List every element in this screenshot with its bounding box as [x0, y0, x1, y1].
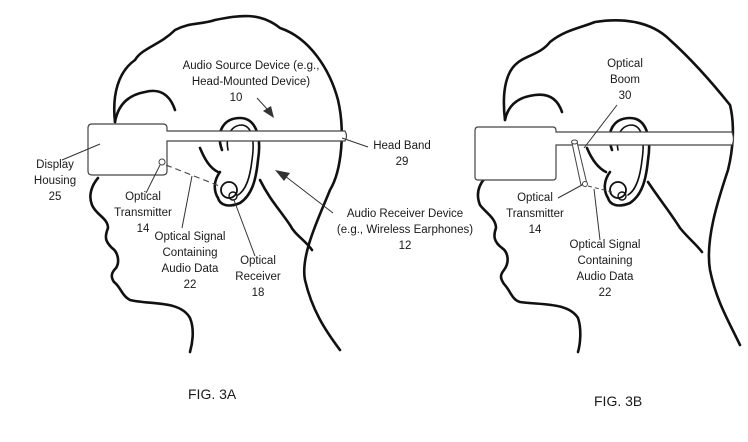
- fig-3b-leader-transmitter: [557, 184, 583, 199]
- fig-3a-arrow-receiver: [284, 175, 334, 214]
- fig-3a-label-optical-transmitter: Optical Transmitter 14: [108, 189, 178, 237]
- fig-3a-label-optical-receiver: Optical Receiver 18: [230, 253, 286, 301]
- fig-3a-leader-receiver: [233, 199, 256, 257]
- label-line: 29: [395, 156, 409, 168]
- label-line: 14: [136, 223, 150, 235]
- fig-3a-leader-transmitter: [145, 164, 161, 194]
- fig-3b-optical-signal-dashed-line: [587, 185, 613, 193]
- fig-3a-arrowhead-receiver: [275, 170, 290, 181]
- fig-3b-caption: FIG. 3B: [594, 393, 643, 409]
- fig-3b-neck-line: [646, 180, 704, 254]
- label-line: 25: [48, 191, 62, 203]
- fig-3b-hair-line: [503, 93, 564, 122]
- label-line: Optical: [240, 255, 276, 267]
- fig-3a-label-audio-source-device: Audio Source Device (e.g., Head-Mounted …: [176, 58, 326, 106]
- fig-3a-leader-headband: [341, 137, 369, 148]
- fig-3b-leader-signal: [593, 188, 601, 241]
- fig-3a-leader-display: [61, 143, 101, 161]
- fig-3a-leader-signal: [181, 175, 193, 229]
- fig-3a-label-audio-receiver-device: Audio Receiver Device (e.g., Wireless Ea…: [330, 206, 480, 254]
- fig-3a-label-display-housing: Display Housing 25: [30, 157, 80, 205]
- label-line: Audio Data: [161, 263, 219, 275]
- label-line: Head Band: [373, 140, 431, 152]
- label-line: Audio Source Device (e.g.,: [182, 60, 320, 72]
- fig-3b-label-optical-transmitter: Optical Transmitter 14: [500, 190, 570, 238]
- label-line: Display: [36, 159, 74, 171]
- fig-3b-leader-boom: [583, 104, 618, 149]
- fig-3b-label-optical-signal: Optical Signal Containing Audio Data 22: [563, 237, 647, 301]
- fig-3a-caption: FIG. 3A: [188, 386, 237, 402]
- label-line: 22: [598, 287, 612, 299]
- label-line: Optical: [125, 191, 161, 203]
- label-line: Head-Mounted Device): [191, 76, 311, 88]
- fig-3b-drawing: [474, 19, 742, 354]
- fig-3a-label-optical-signal: Optical Signal Containing Audio Data 22: [148, 229, 232, 293]
- fig-3b-label-optical-boom: Optical Boom 30: [600, 56, 650, 104]
- fig-3b-jaw-line: [585, 146, 608, 174]
- label-line: Optical Signal: [154, 231, 226, 243]
- label-line: Audio Receiver Device: [346, 208, 464, 220]
- fig-3b-display-housing: [474, 126, 735, 181]
- label-line: Housing: [33, 175, 77, 187]
- fig-3a-label-head-band: Head Band 29: [370, 138, 434, 170]
- label-line: Transmitter: [114, 207, 172, 219]
- label-line: (e.g., Wireless Earphones): [336, 224, 474, 236]
- fig-3a-display-housing: [87, 123, 348, 176]
- fig-3a-jaw-line: [198, 146, 220, 174]
- label-line: Receiver: [235, 271, 281, 283]
- label-line: 10: [229, 92, 243, 104]
- fig-3a-optical-transmitter-icon: [158, 158, 166, 166]
- label-line: Containing: [577, 255, 633, 267]
- label-line: Optical Signal: [569, 239, 641, 251]
- fig-3a-head-outline: [113, 14, 343, 352]
- fig-3b-head-outline: [502, 19, 742, 347]
- label-line: 18: [251, 287, 265, 299]
- label-line: 22: [183, 279, 197, 291]
- fig-3a-face-outline: [89, 176, 195, 354]
- label-line: Transmitter: [506, 208, 564, 220]
- fig-3a-optical-signal-dashed-line: [165, 164, 223, 188]
- label-line: 14: [528, 224, 542, 236]
- fig-3b-optical-transmitter-icon: [582, 181, 588, 187]
- label-line: Containing: [162, 247, 218, 259]
- label-line: Boom: [609, 74, 641, 86]
- fig-3a-hair-line: [113, 89, 177, 124]
- fig-3a-arrowhead-source: [263, 106, 274, 118]
- fig-3a-neck-line: [258, 178, 314, 252]
- label-line: Optical: [607, 58, 643, 70]
- label-line: Optical: [517, 192, 553, 204]
- fig-3b-face-outline: [476, 176, 582, 354]
- fig-3a-drawing: [61, 14, 369, 354]
- label-line: 12: [398, 240, 412, 252]
- fig-3a-arrow-source: [256, 97, 269, 111]
- label-line: 30: [618, 90, 632, 102]
- label-line: Audio Data: [576, 271, 634, 283]
